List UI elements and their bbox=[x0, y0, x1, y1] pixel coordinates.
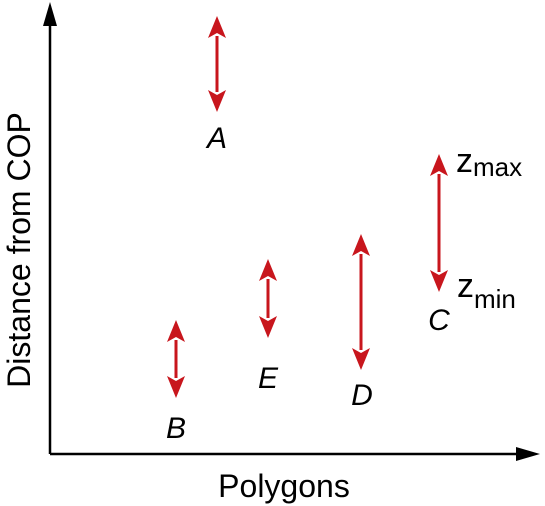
polygon-label-b: B bbox=[166, 412, 186, 445]
polygon-label-c: C bbox=[428, 304, 450, 337]
depth-arrow-a bbox=[208, 16, 226, 112]
depth-arrow-a-head-up bbox=[208, 16, 226, 38]
z-min-base: z bbox=[457, 267, 474, 305]
polygon-label-e: E bbox=[258, 362, 279, 395]
z-max-base: z bbox=[456, 142, 473, 180]
x-axis-label: Polygons bbox=[218, 468, 350, 504]
z-max-label: zmax bbox=[456, 142, 522, 182]
depth-arrow-d-head-down bbox=[352, 348, 370, 370]
depth-arrow-d bbox=[352, 234, 370, 370]
depth-arrow-c bbox=[430, 154, 448, 292]
polygon-label-a: A bbox=[205, 122, 227, 155]
y-axis-label: Distance from COP bbox=[1, 112, 37, 388]
depth-arrow-e-head-up bbox=[259, 259, 277, 281]
z-max-sub: max bbox=[473, 152, 522, 182]
z-min-sub: min bbox=[474, 284, 516, 314]
depth-arrow-d-head-up bbox=[352, 234, 370, 256]
y-axis-arrowhead bbox=[43, 2, 57, 26]
depth-arrow-b bbox=[167, 320, 185, 398]
polygon-label-d: D bbox=[351, 379, 373, 412]
depth-arrow-a-head-down bbox=[208, 90, 226, 112]
depth-range-arrows bbox=[167, 16, 448, 398]
depth-arrow-b-head-up bbox=[167, 320, 185, 342]
depth-arrow-c-head-down bbox=[430, 270, 448, 292]
depth-arrow-b-head-down bbox=[167, 376, 185, 398]
axes bbox=[43, 2, 540, 461]
depth-arrow-e-head-down bbox=[259, 316, 277, 338]
z-min-label: zmin bbox=[457, 267, 516, 314]
x-axis-arrowhead bbox=[516, 447, 540, 461]
depth-arrow-e bbox=[259, 259, 277, 338]
depth-arrow-c-head-up bbox=[430, 154, 448, 176]
